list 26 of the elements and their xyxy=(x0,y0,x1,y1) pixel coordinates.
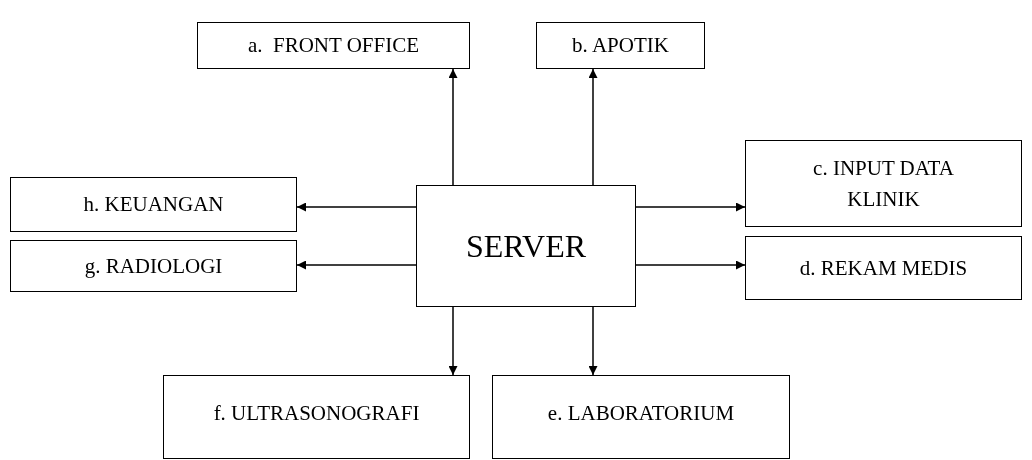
department-box xyxy=(745,140,1022,227)
department-box xyxy=(745,236,1022,300)
server-box xyxy=(416,185,636,307)
department-box xyxy=(10,240,297,292)
arrow xyxy=(448,68,458,186)
node-label: c. INPUT DATA KLINIK xyxy=(812,155,955,213)
node-label: e. LABORATORIUM xyxy=(547,400,735,427)
arrow xyxy=(296,260,417,270)
node-label: h. KEUANGAN xyxy=(83,191,224,219)
arrow xyxy=(448,306,458,376)
arrow xyxy=(296,202,417,212)
department-box xyxy=(10,177,297,232)
node-label: b. APOTIK xyxy=(572,32,669,60)
node-label: f. ULTRASONOGRAFI xyxy=(213,400,420,427)
node-label: SERVER xyxy=(465,226,587,266)
arrow xyxy=(635,260,746,270)
node-label: d. REKAM MEDIS xyxy=(799,254,968,282)
arrow xyxy=(635,202,746,212)
arrow xyxy=(588,306,598,376)
department-box xyxy=(163,375,470,459)
node-label: g. RADIOLOGI xyxy=(84,252,223,280)
office-box xyxy=(197,22,470,69)
department-box xyxy=(536,22,705,69)
node-label: a. FRONT OFFICE xyxy=(247,32,420,60)
department-box xyxy=(492,375,790,459)
arrow xyxy=(588,68,598,186)
